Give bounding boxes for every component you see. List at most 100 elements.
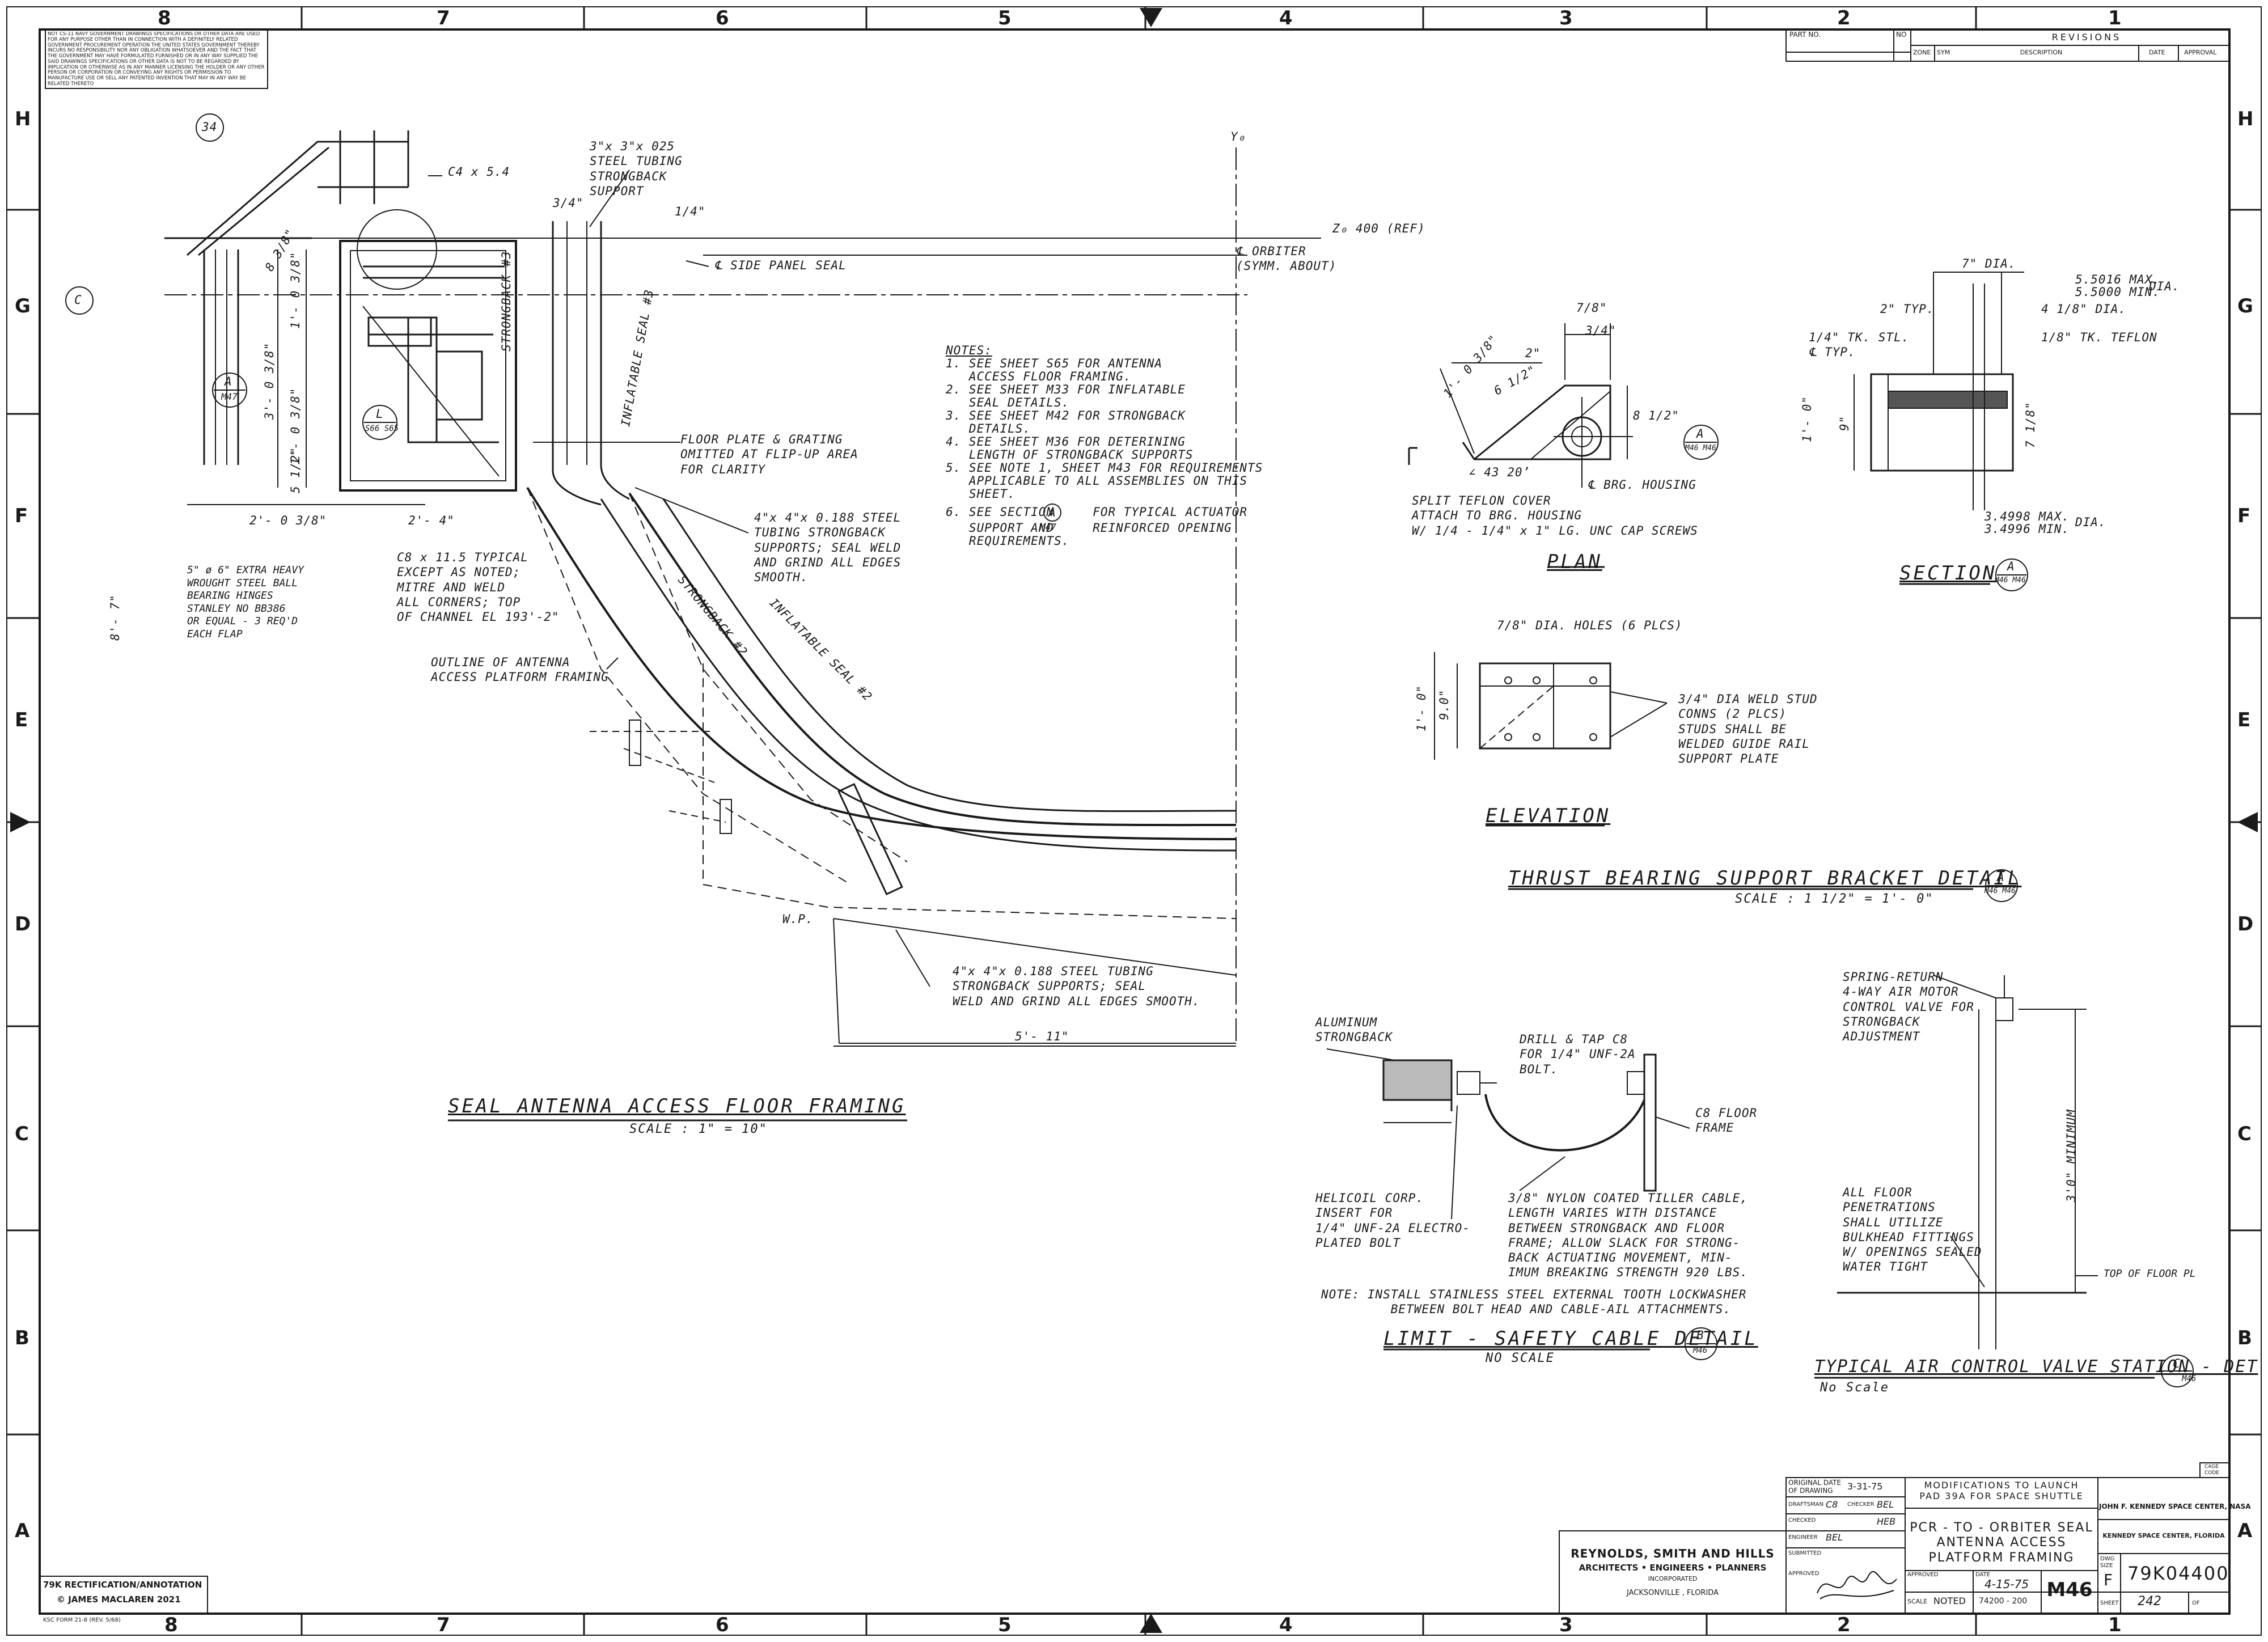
section-bubble-a: A [2007,560,2015,573]
top-zone-6: 6 [716,7,729,29]
thrust-bubble: A [1997,870,2005,884]
top-zone-2: 2 [1837,7,1851,29]
tb-scale: NOTED [1933,1596,1966,1606]
thrust-bubble-ref: M46 M46 [1984,887,2016,895]
cable-bubble-ref: M46 [1693,1346,1708,1355]
dim-quarter: 1/4" [675,205,706,218]
bottom-zone-1: 1 [2108,1614,2122,1636]
dim-8-7-side: 8'- 7" [108,594,122,641]
top-zone-1: 1 [2108,7,2122,29]
right-zone-f: F [2237,505,2251,527]
tb-size-label: DWG SIZE [2100,1556,2115,1569]
plan-dim-812: 8 1/2" [1633,409,1679,422]
left-zone-c: C [15,1123,29,1145]
valve-penetrations-note: ALL FLOOR PENETRATIONS SHALL UTILIZE BUL… [1843,1186,1982,1274]
right-zone-h: H [2237,108,2254,130]
right-zone-b: B [2237,1327,2252,1349]
detail-bubble-l-ref: S66 S65 [365,424,399,433]
right-zone-d: D [2237,913,2254,936]
section-tk-stl: 1/4" TK. STL. ℄ TYP. [1809,331,1910,359]
rev-sym: SYM [1937,49,1950,56]
callout-bubble-34: 34 [202,120,218,134]
sheet-outer-border [6,6,2262,1636]
elevation-holes: 7/8" DIA. HOLES (6 PLCS) [1497,619,1683,632]
tb-draftsman: C8 [1826,1499,1838,1510]
dim-5-11: 5'- 11" [1015,1030,1069,1043]
thrust-detail-title: THRUST BEARING SUPPORT BRACKET DETAIL [1508,867,2022,890]
right-zone-a: A [2237,1520,2253,1542]
section-max-bot: 3.4998 MAX. [1984,510,2070,523]
floor-framing-scale: SCALE : 1" = 10" [629,1122,768,1136]
hinge-pipe-note: 5" ø 6" EXTRA HEAVY WROUGHT STEEL BALL B… [187,564,304,640]
tb-orig-date-label: ORIGINAL DATE OF DRAWING [1788,1479,1842,1495]
dim-5-12: 5 1/2" [289,447,302,493]
tb-checker: BEL [1877,1499,1894,1510]
note-line: ACCESS FLOOR FRAMING. [946,370,1132,383]
tb-submitted-label: SUBMITTED [1788,1550,1822,1556]
left-zone-f: F [15,505,28,527]
tb-engineer-label: ENGINEER [1788,1534,1818,1541]
tb-checked-label: CHECKED [1788,1517,1816,1523]
bottom-zone-4: 4 [1279,1614,1293,1636]
cable-bubble: B [1696,1328,1704,1342]
valve-top-floor: TOP OF FLOOR PL [2104,1268,2196,1280]
tb-engineer: BEL [1826,1532,1843,1543]
detail-bubble-l: L [376,407,384,421]
left-zone-g: G [15,295,31,318]
cable-note: NOTE: INSTALL STAINLESS STEEL EXTERNAL T… [1321,1288,1747,1317]
bottom-zone-6: 6 [716,1614,729,1636]
gov-notice-box [45,29,268,89]
floor-framing-linework [164,130,1321,1122]
wp-label: W.P. [782,912,814,926]
dim-three-quarter: 3/4" [553,196,584,210]
centering-arrows [10,8,2258,1633]
tb-dwg-title: PCR - TO - ORBITER SEAL ANTENNA ACCESS P… [1910,1521,2093,1565]
section-dim-10: 1'- 0" [1800,396,1814,442]
note-line: SUPPORT AND REINFORCED OPENING [946,521,1232,535]
note-line: DETAILS. [946,422,1031,435]
plan-bubble-ref: M46 M46 [1685,444,1716,452]
tb-code-label: CAGE CODE [2204,1464,2219,1476]
tb-firm-sub: ARCHITECTS • ENGINEERS • PLANNERS [1579,1563,1767,1573]
rev-zone: ZONE [1913,49,1931,56]
valve-bubble: C [2173,1357,2181,1370]
thrust-scale: SCALE : 1 1/2" = 1'- 0" [1735,892,1934,906]
section-dia-top: DIA. [2149,280,2180,293]
tb-approved-label: APPROVED [1788,1571,1820,1577]
cable-linework [1326,1048,1717,1360]
notes-title: NOTES: [946,344,992,357]
bottom-zone-2: 2 [1837,1614,1851,1636]
cable-nylon: 3/8" NYLON COATED TILLER CABLE, LENGTH V… [1508,1191,1748,1280]
valve-minimum: 3'0" MINIMUM [2064,1109,2078,1202]
valve-title: TYPICAL AIR CONTROL VALVE STATION - DET [1814,1357,2258,1377]
z0-ref-label: Z₀ 400 (REF) [1332,222,1425,235]
c8-channel-note: C8 x 11.5 TYPICAL EXCEPT AS NOTED; MITRE… [397,551,560,624]
tubing-support-label: 3"x 3"x 025 STEEL TUBING STRONGBACK SUPP… [590,139,683,198]
tb-firm: REYNOLDS, SMITH AND HILLS [1571,1547,1775,1560]
section-dim-78: 7 1/8" [2024,401,2037,448]
section-dim-9: 9" [1838,415,1851,431]
top-zone-3: 3 [1559,7,1573,29]
title-block-lines [39,1462,2230,1614]
bottom-zone-8: 8 [164,1614,178,1636]
note-line: SHEET. [946,487,1015,501]
note-line: 6. SEE SECTION FOR TYPICAL ACTUATOR [946,505,1248,519]
tb-scale-label: SCALE [1907,1598,1928,1605]
section-max-top: 5.5016 MAX. [2075,273,2161,286]
tb-mod-title: MODIFICATIONS TO LAUNCH PAD 39A FOR SPAC… [1919,1480,2084,1502]
left-zone-a: A [15,1520,30,1542]
dim-3-0-38: 3'- 0 3/8" [263,342,276,420]
top-zone-5: 5 [998,7,1012,29]
elevation-stud-note: 3/4" DIA WELD STUD CONNS (2 PLCS) STUDS … [1678,692,1818,765]
section-tk-teflon: 1/8" TK. TEFLON [2041,331,2157,344]
section-typ2: 2" TYP. [1880,302,1935,316]
tb-checked: HEB [1877,1516,1896,1527]
plan-bubble-a: A [1696,427,1704,441]
section-dia7: 7" DIA. [1962,257,2016,270]
valve-spring-note: SPRING-RETURN 4-WAY AIR MOTOR CONTROL VA… [1843,970,1974,1043]
plan-brg-housing: ℄ BRG. HOUSING [1588,478,1696,492]
valve-bubble-ref: M46 [2182,1374,2197,1383]
elevation-dim-10: 1'- 0" [1415,685,1428,731]
tb-dwg-no: 79K04400 [2127,1563,2229,1584]
